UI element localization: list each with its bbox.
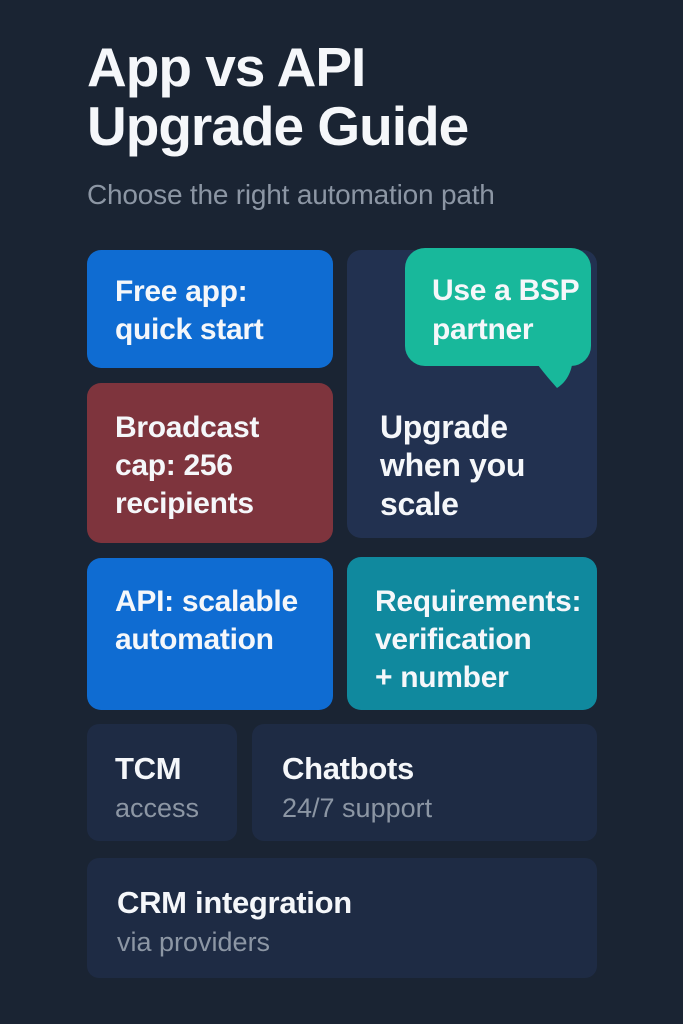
- card-broadcast-cap: Broadcast cap: 256 recipients: [87, 383, 333, 543]
- card-chatbots-subtitle: 24/7 support: [282, 792, 433, 823]
- card-crm: CRM integration via providers: [87, 858, 597, 978]
- card-upgrade-label: Upgrade when you scale: [380, 409, 526, 522]
- card-api-label: API: scalable automation: [115, 585, 298, 657]
- card-chatbots: Chatbots 24/7 support: [252, 724, 597, 841]
- card-chatbots-title: Chatbots: [282, 751, 414, 786]
- card-free-app: Free app: quick start: [87, 250, 333, 368]
- card-crm-subtitle: via providers: [117, 926, 271, 957]
- card-tcm-title: TCM: [115, 751, 182, 786]
- card-upgrade: Use a BSP partner Upgrade when you scale: [347, 248, 597, 538]
- bsp-speech-bubble: Use a BSP partner: [405, 248, 591, 388]
- card-requirements-label: Requirements: verification + number: [375, 585, 582, 695]
- bsp-bubble-label: Use a BSP partner: [432, 274, 580, 346]
- card-tcm-subtitle: access: [115, 792, 200, 823]
- card-tcm: TCM access: [87, 724, 237, 841]
- page-subtitle: Choose the right automation path: [87, 179, 495, 210]
- card-requirements: Requirements: verification + number: [347, 557, 597, 710]
- card-api: API: scalable automation: [87, 558, 333, 710]
- card-free-app-label: Free app: quick start: [115, 275, 264, 347]
- page-title: App vs API Upgrade Guide: [87, 36, 469, 157]
- card-broadcast-cap-label: Broadcast cap: 256 recipients: [115, 411, 260, 521]
- speech-bubble-tail-icon: [536, 362, 572, 388]
- card-crm-title: CRM integration: [117, 885, 352, 920]
